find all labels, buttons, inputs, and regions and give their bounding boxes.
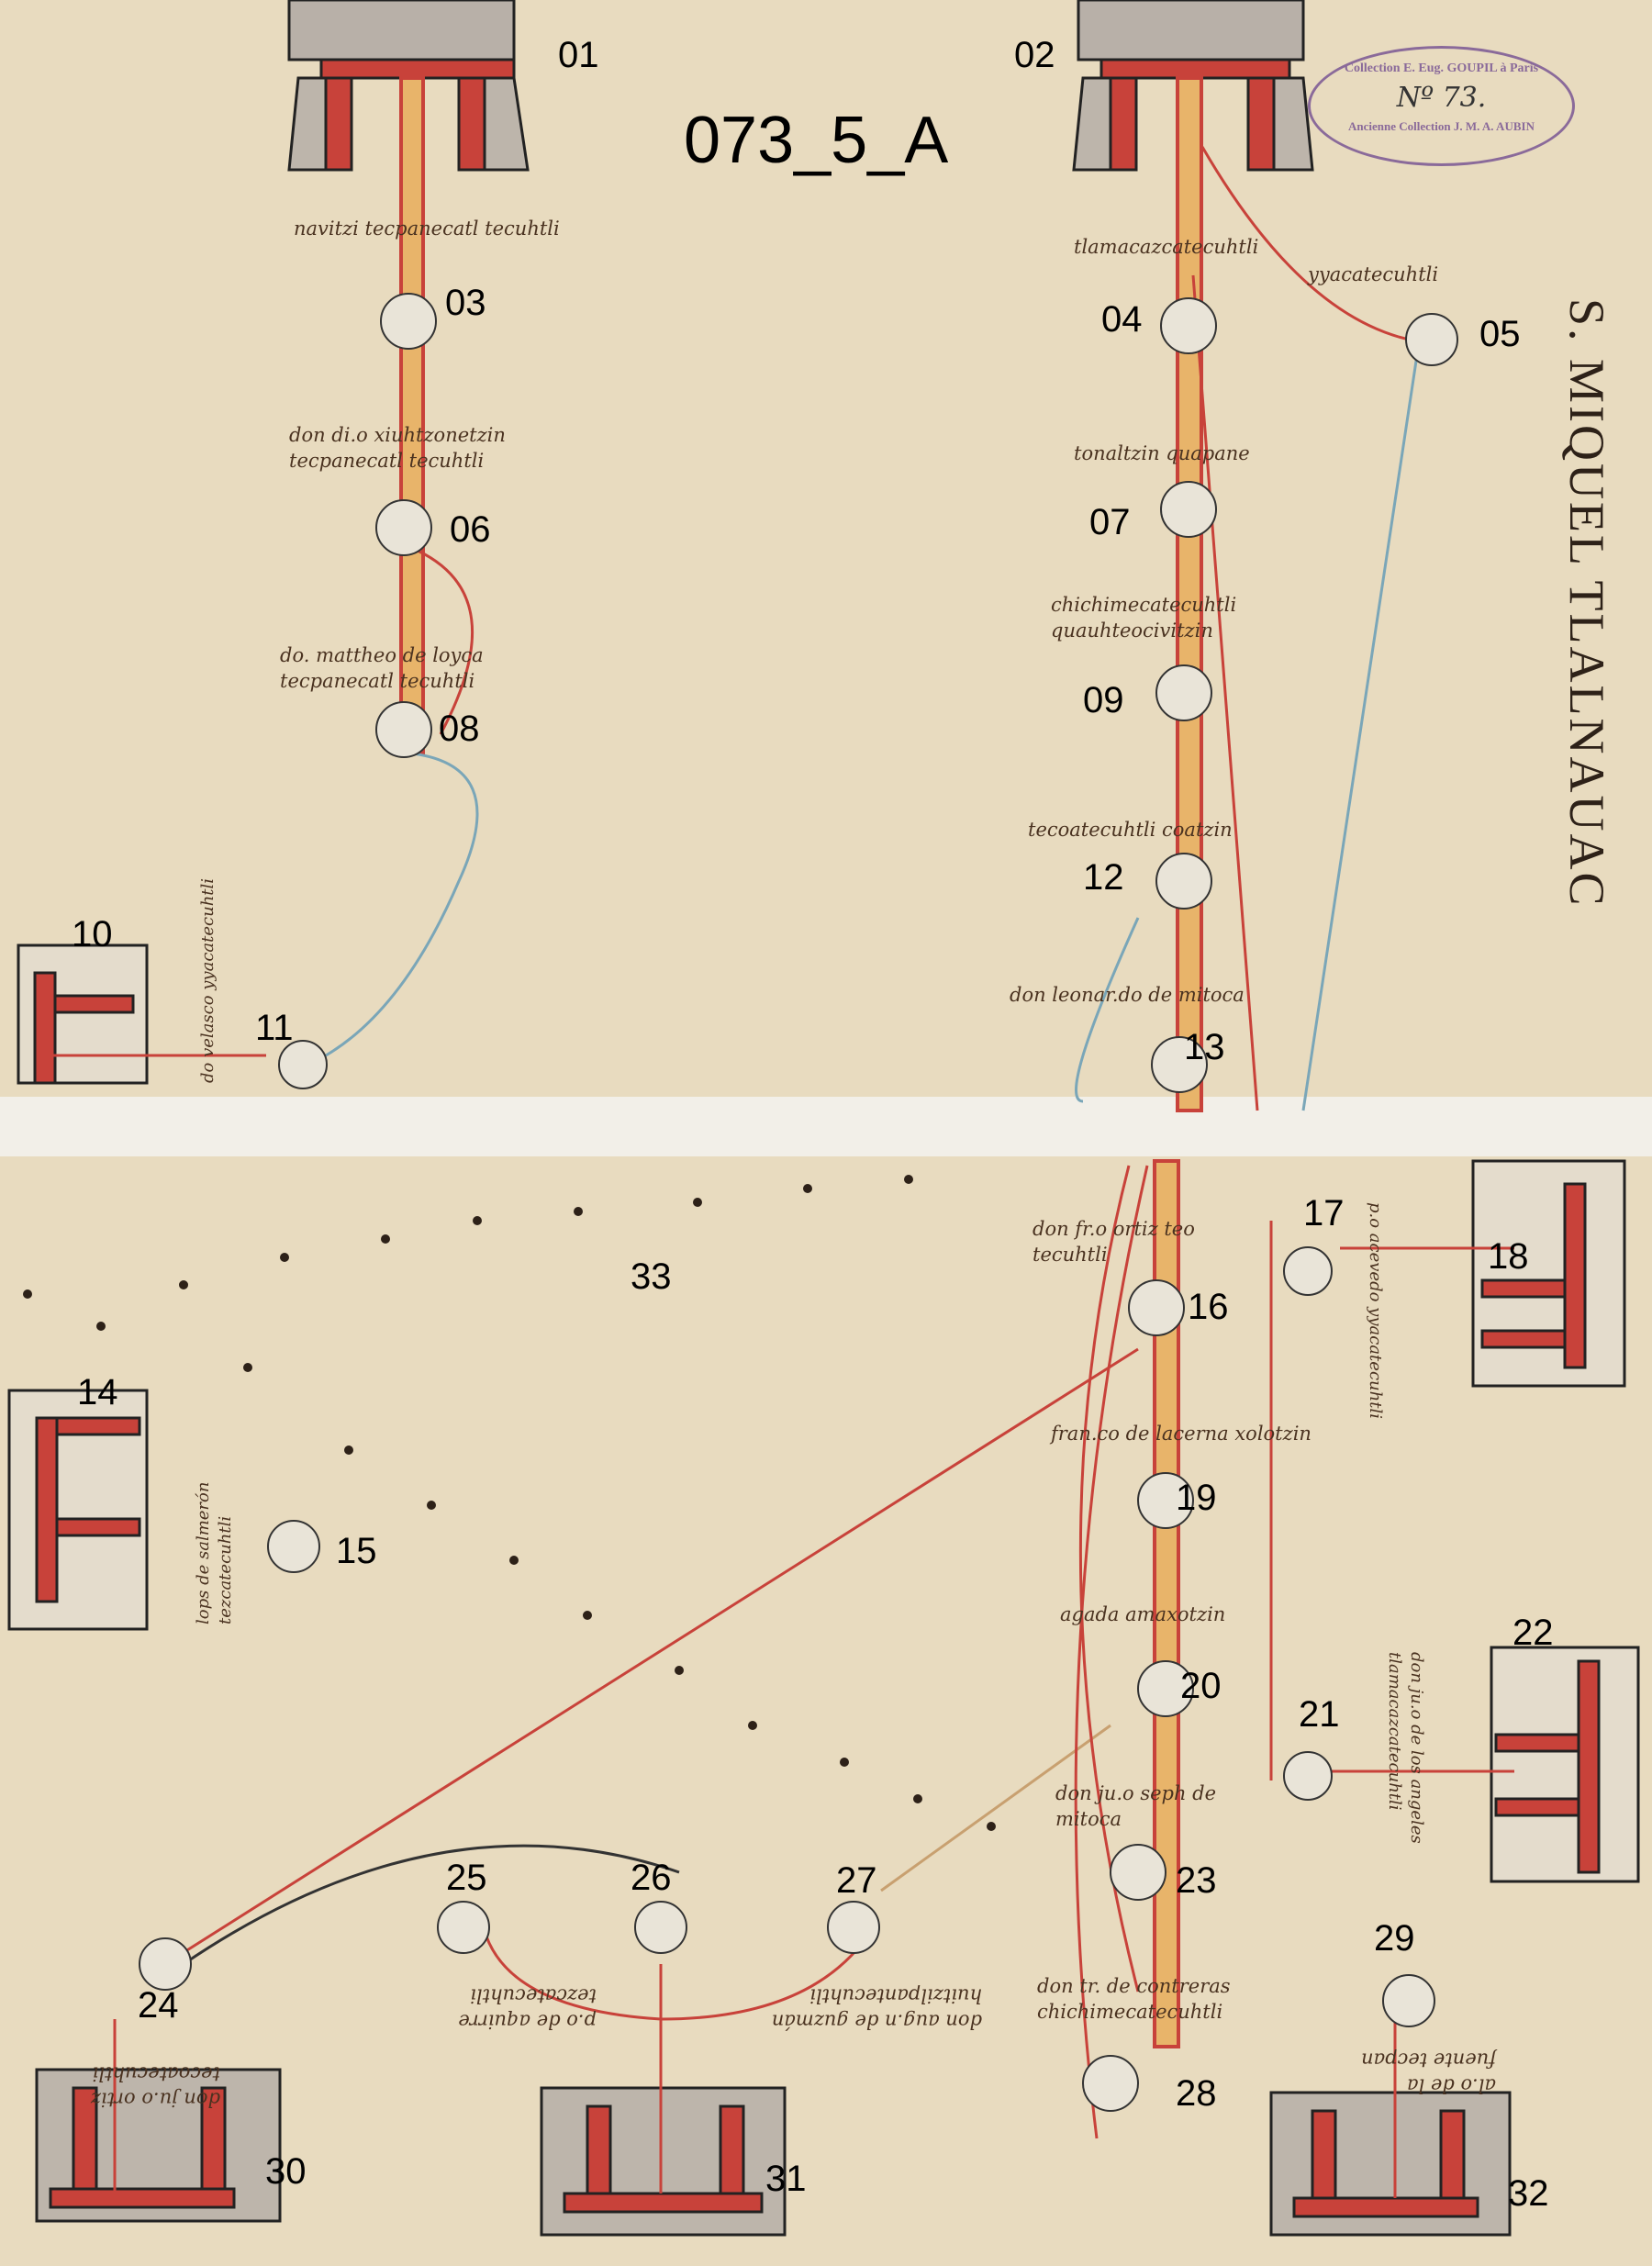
gloss-26: don aug.n de guzmán huitzilpantecuhtli: [771, 1984, 982, 2033]
gloss-20: agada amaxotzin: [1060, 1603, 1226, 1625]
head-icon: [139, 293, 1458, 2112]
gloss-04: tlamacazcatecuhtli: [1074, 236, 1259, 258]
label-20: 20: [1180, 1666, 1222, 1706]
label-14: 14: [77, 1372, 118, 1412]
page-fold: [0, 1097, 1652, 1156]
gloss-28: don tr. de contreras chichimecatecuhtli: [1037, 1975, 1231, 2024]
label-32: 32: [1508, 2173, 1549, 2214]
label-02: 02: [1014, 35, 1055, 75]
label-24: 24: [138, 1985, 179, 2026]
label-06: 06: [450, 509, 491, 550]
gloss-21: don ju.o de los angeles tlamacazcatecuht…: [1384, 1652, 1426, 1844]
temple-icon: [7, 1389, 149, 1631]
label-08: 08: [439, 709, 480, 749]
gloss-05: yyacatecuhtli: [1308, 263, 1439, 285]
gloss-16: don fr.o ortiz teo tecuhtli: [1032, 1218, 1195, 1267]
temple-icon: [287, 0, 530, 172]
temple-icon: [1072, 0, 1314, 172]
label-04: 04: [1101, 299, 1143, 340]
label-25: 25: [446, 1858, 487, 1898]
gloss-17: p.o acevedo yyacatecuhtli: [1366, 1202, 1385, 1419]
label-28: 28: [1176, 2073, 1217, 2114]
gloss-13: don leonar.do de mitoca: [1010, 984, 1245, 1006]
label-30: 30: [265, 2151, 307, 2192]
label-01: 01: [558, 35, 599, 75]
temple-icon: [1471, 1159, 1626, 1388]
label-16: 16: [1188, 1287, 1229, 1327]
gloss-06: don di.o xiuhtzonetzin tecpanecatl tecuh…: [289, 424, 506, 473]
stamp-bottom: Ancienne Collection J. M. A. AUBIN: [1348, 119, 1535, 133]
gloss-25: p.o de aquirre tezcatecuhtli: [458, 1984, 597, 2033]
temple-icon: [1490, 1646, 1640, 1883]
label-21: 21: [1299, 1694, 1340, 1735]
page-title: 073_5_A: [684, 104, 949, 177]
label-17: 17: [1303, 1193, 1345, 1233]
lineage-lines: [37, 146, 1514, 2198]
temple-icon: [17, 943, 149, 1085]
label-31: 31: [765, 2159, 807, 2199]
gloss-24: don ju.o ortiz tecoatecuhtli: [90, 2062, 220, 2111]
label-09: 09: [1083, 680, 1124, 720]
label-11: 11: [255, 1008, 294, 1048]
label-13: 13: [1184, 1027, 1225, 1067]
label-26: 26: [631, 1858, 672, 1898]
gloss-15: lops de salmerón tezcatecuhtli: [194, 1481, 236, 1624]
label-07: 07: [1089, 502, 1131, 542]
stamp-top: Collection E. Eug. GOUPIL à Paris: [1344, 61, 1539, 75]
gloss-08: do. mattheo de loyca tecpanecatl tecuhtl…: [280, 644, 484, 693]
label-22: 22: [1512, 1613, 1554, 1653]
gloss-23: don ju.o seph de mitoca: [1055, 1782, 1217, 1831]
label-05: 05: [1479, 314, 1521, 354]
temple-icon: [35, 2068, 282, 2223]
footprints-path: [23, 1175, 996, 1831]
gloss-12: tecoatecuhtli coatzin: [1028, 819, 1233, 841]
label-10: 10: [72, 914, 113, 954]
gloss-11: do velasco yyacatecuhtli: [198, 877, 218, 1083]
label-23: 23: [1176, 1860, 1217, 1901]
gloss-03: navitzi tecpanecatl tecuhtli: [294, 218, 560, 240]
collection-stamp: Collection E. Eug. GOUPIL à Paris Nº 73.…: [1308, 46, 1575, 166]
stamp-number: Nº 73.: [1396, 82, 1487, 114]
temple-icon: [540, 2086, 787, 2237]
label-27: 27: [836, 1860, 877, 1901]
gloss-09: chichimecatecuhtli quauhteocivitzin: [1051, 594, 1237, 642]
gloss-29: al.o de la fuente tecpan: [1361, 2048, 1496, 2097]
town-name: S. MIQUEL TLALNAUAC: [1559, 298, 1614, 909]
label-15: 15: [336, 1531, 377, 1571]
label-33: 33: [631, 1256, 672, 1297]
temple-icon: [1269, 2091, 1512, 2237]
gloss-07: tonaltzin quapane: [1074, 442, 1250, 464]
label-19: 19: [1176, 1478, 1217, 1518]
label-03: 03: [445, 283, 486, 323]
label-12: 12: [1083, 857, 1124, 898]
gloss-19: fran.co de lacerna xolotzin: [1051, 1423, 1312, 1445]
label-18: 18: [1488, 1236, 1529, 1277]
label-29: 29: [1374, 1918, 1415, 1959]
